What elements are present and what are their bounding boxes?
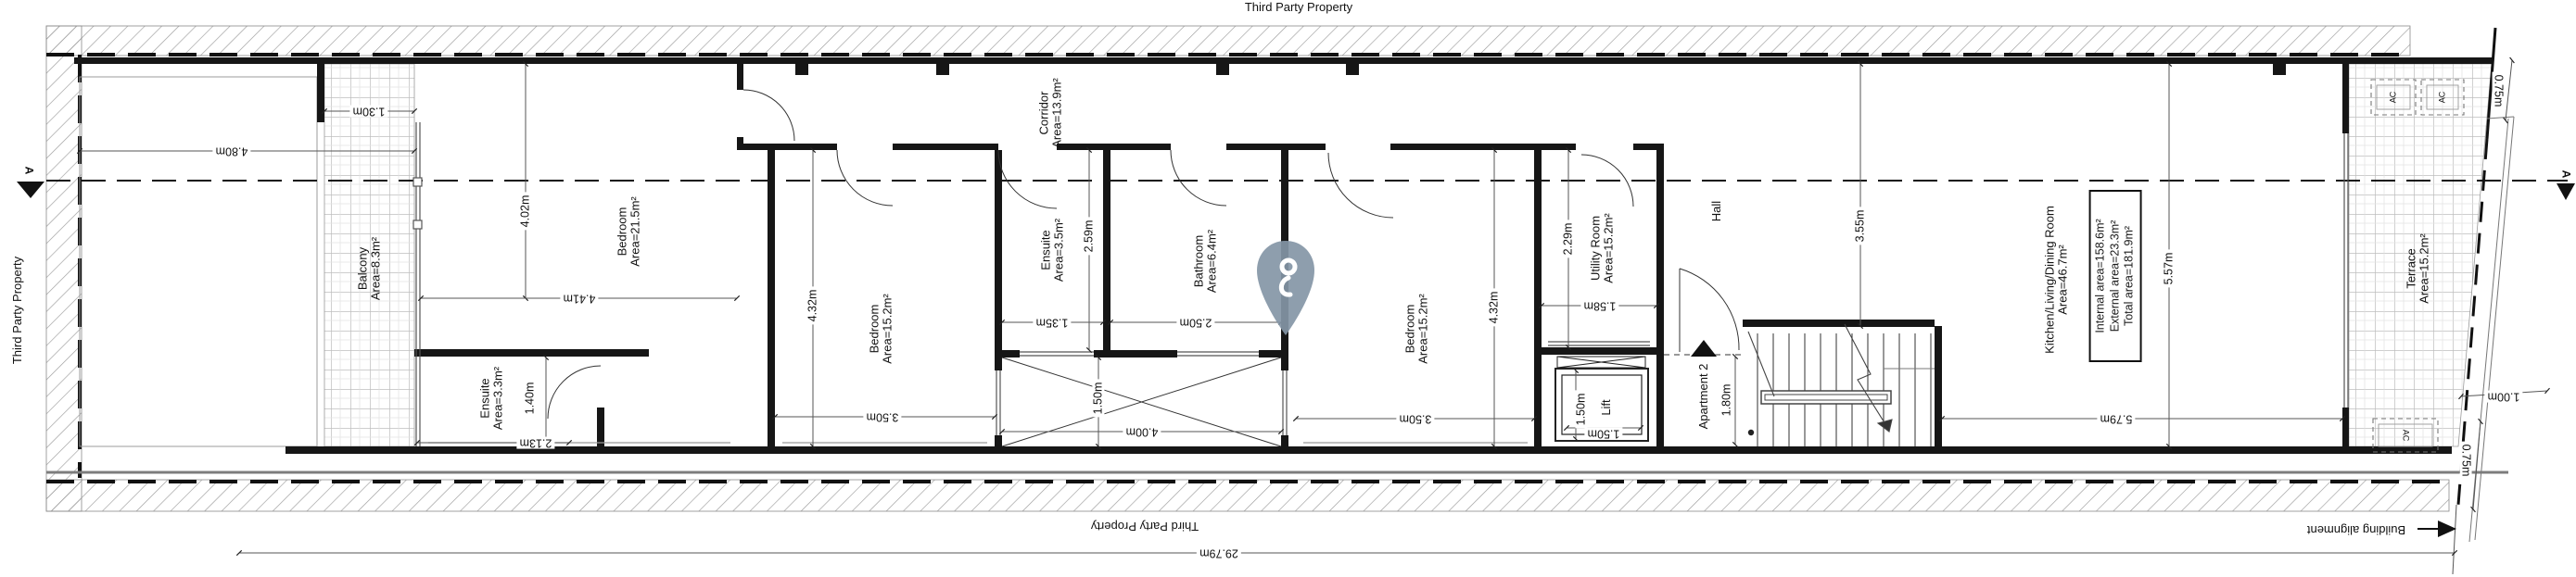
dim-2-50m: 2.50m [1176,316,1215,330]
room-label-hall: Hall [1709,200,1724,222]
dim-1-50m-lift-h: 1.50m [1584,427,1623,441]
ac-label-2: AC [2437,91,2447,104]
stairs [1747,323,1935,446]
building-alignment-label: Building alignment [2306,522,2406,537]
dim-3-50m-a: 3.50m [863,410,902,424]
dim-1-50m-lift-v: 1.50m [1574,390,1588,429]
room-label-lift: Lift [1599,399,1614,416]
dim-2-29m: 2.29m [1561,220,1575,258]
dim-2-59m: 2.59m [1082,217,1096,256]
dim-4-41m: 4.41m [560,292,599,306]
dim-0-75m-bottom: 0.75m [2459,441,2473,480]
section-line-a [17,180,2575,200]
areas-summary-box: Internal area=158.6m² External area=23.3… [2088,190,2142,362]
front-area-outline [79,76,318,447]
dim-1-80m: 1.80m [1719,381,1733,420]
dim-0-75m-top: 0.75m [2492,71,2506,110]
entrance-arrow [1691,340,1717,357]
dim-4-02m: 4.02m [518,192,532,231]
dim-1-50m-shaft: 1.50m [1091,379,1105,418]
dim-4-32m-a: 4.32m [806,286,819,325]
dim-5-79m: 5.79m [2097,412,2136,426]
dim-5-57m: 5.57m [2162,249,2176,288]
total-area-text: Total area=181.9m² [2122,225,2136,327]
ac-label-3: AC [2401,429,2411,442]
ac-units [2370,79,2465,453]
dim-29-79m: 29.79m [1197,546,1241,560]
internal-area-text: Internal area=158.6m² [2093,219,2107,333]
section-marker-a-left: A [22,166,36,175]
dim-1-40m: 1.40m [523,379,537,418]
external-area-text: External area=23.3m² [2108,220,2122,332]
ac-label-1: AC [2388,91,2398,104]
third-party-left-label: Third Party Property [10,256,25,365]
dim-4-32m-b: 4.32m [1487,288,1501,327]
apartment2-label: Apartment 2 [1696,363,1711,430]
dim-4-80m: 4.80m [212,144,251,158]
dim-2-13m: 2.13m [516,436,555,450]
dim-1-00m: 1.00m [2484,390,2523,404]
third-party-bottom-label: Third Party Property [1090,519,1199,533]
dim-3-55m: 3.55m [1853,207,1867,245]
building-alignment-arrow [2417,521,2456,537]
dim-3-50m-b: 3.50m [1396,412,1435,426]
third-party-top-label: Third Party Property [1244,0,1353,15]
balcony-tiles [324,63,415,447]
section-marker-a-right: A [2559,169,2573,179]
location-pin-icon[interactable] [1255,239,1316,337]
dim-4-00m: 4.00m [1123,425,1161,439]
dim-1-58m: 1.58m [1580,299,1619,313]
dim-1-30m: 1.30m [349,105,388,119]
dim-1-35m: 1.35m [1033,316,1072,330]
